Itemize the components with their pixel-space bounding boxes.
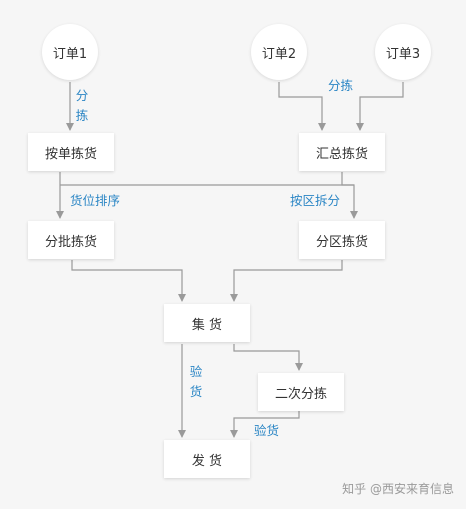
second-sort-node: 二次分拣: [258, 373, 344, 411]
inspect-label-vertical: 验货: [189, 364, 203, 399]
batch-pick-node: 分批拣货: [28, 221, 114, 259]
edge-second-sort-to-ship: [230, 411, 300, 438]
ship-node: 发 货: [164, 440, 250, 478]
edge-order3-to-summary-pick: [356, 82, 404, 131]
summary-pick-node: 汇总拣货: [299, 133, 385, 171]
edge-order2-to-summary-pick: [278, 82, 326, 131]
collect-node: 集 货: [164, 304, 250, 342]
watermark-text: 知乎 @西安来育信息: [342, 482, 454, 496]
sort-label-vertical: 分拣: [75, 88, 89, 123]
edge-to-zone-pick: [341, 172, 358, 219]
zone-split-label: 按区拆分: [290, 193, 341, 208]
slot-sorting-label: 货位排序: [70, 193, 121, 208]
order-3-node: 订单3: [375, 24, 431, 80]
pick-by-order-node: 按单拣货: [28, 133, 114, 171]
inspect-label-horizontal: 验货: [254, 423, 280, 438]
edge-collect-to-second-sort: [233, 344, 303, 371]
sort-label-horizontal: 分拣: [328, 78, 354, 93]
edge-zone-to-collect: [230, 260, 343, 302]
zone-pick-node: 分区拣货: [299, 221, 385, 259]
edge-batch-to-collect: [71, 260, 186, 302]
order-2-node: 订单2: [251, 24, 307, 80]
order-1-node: 订单1: [42, 24, 98, 80]
